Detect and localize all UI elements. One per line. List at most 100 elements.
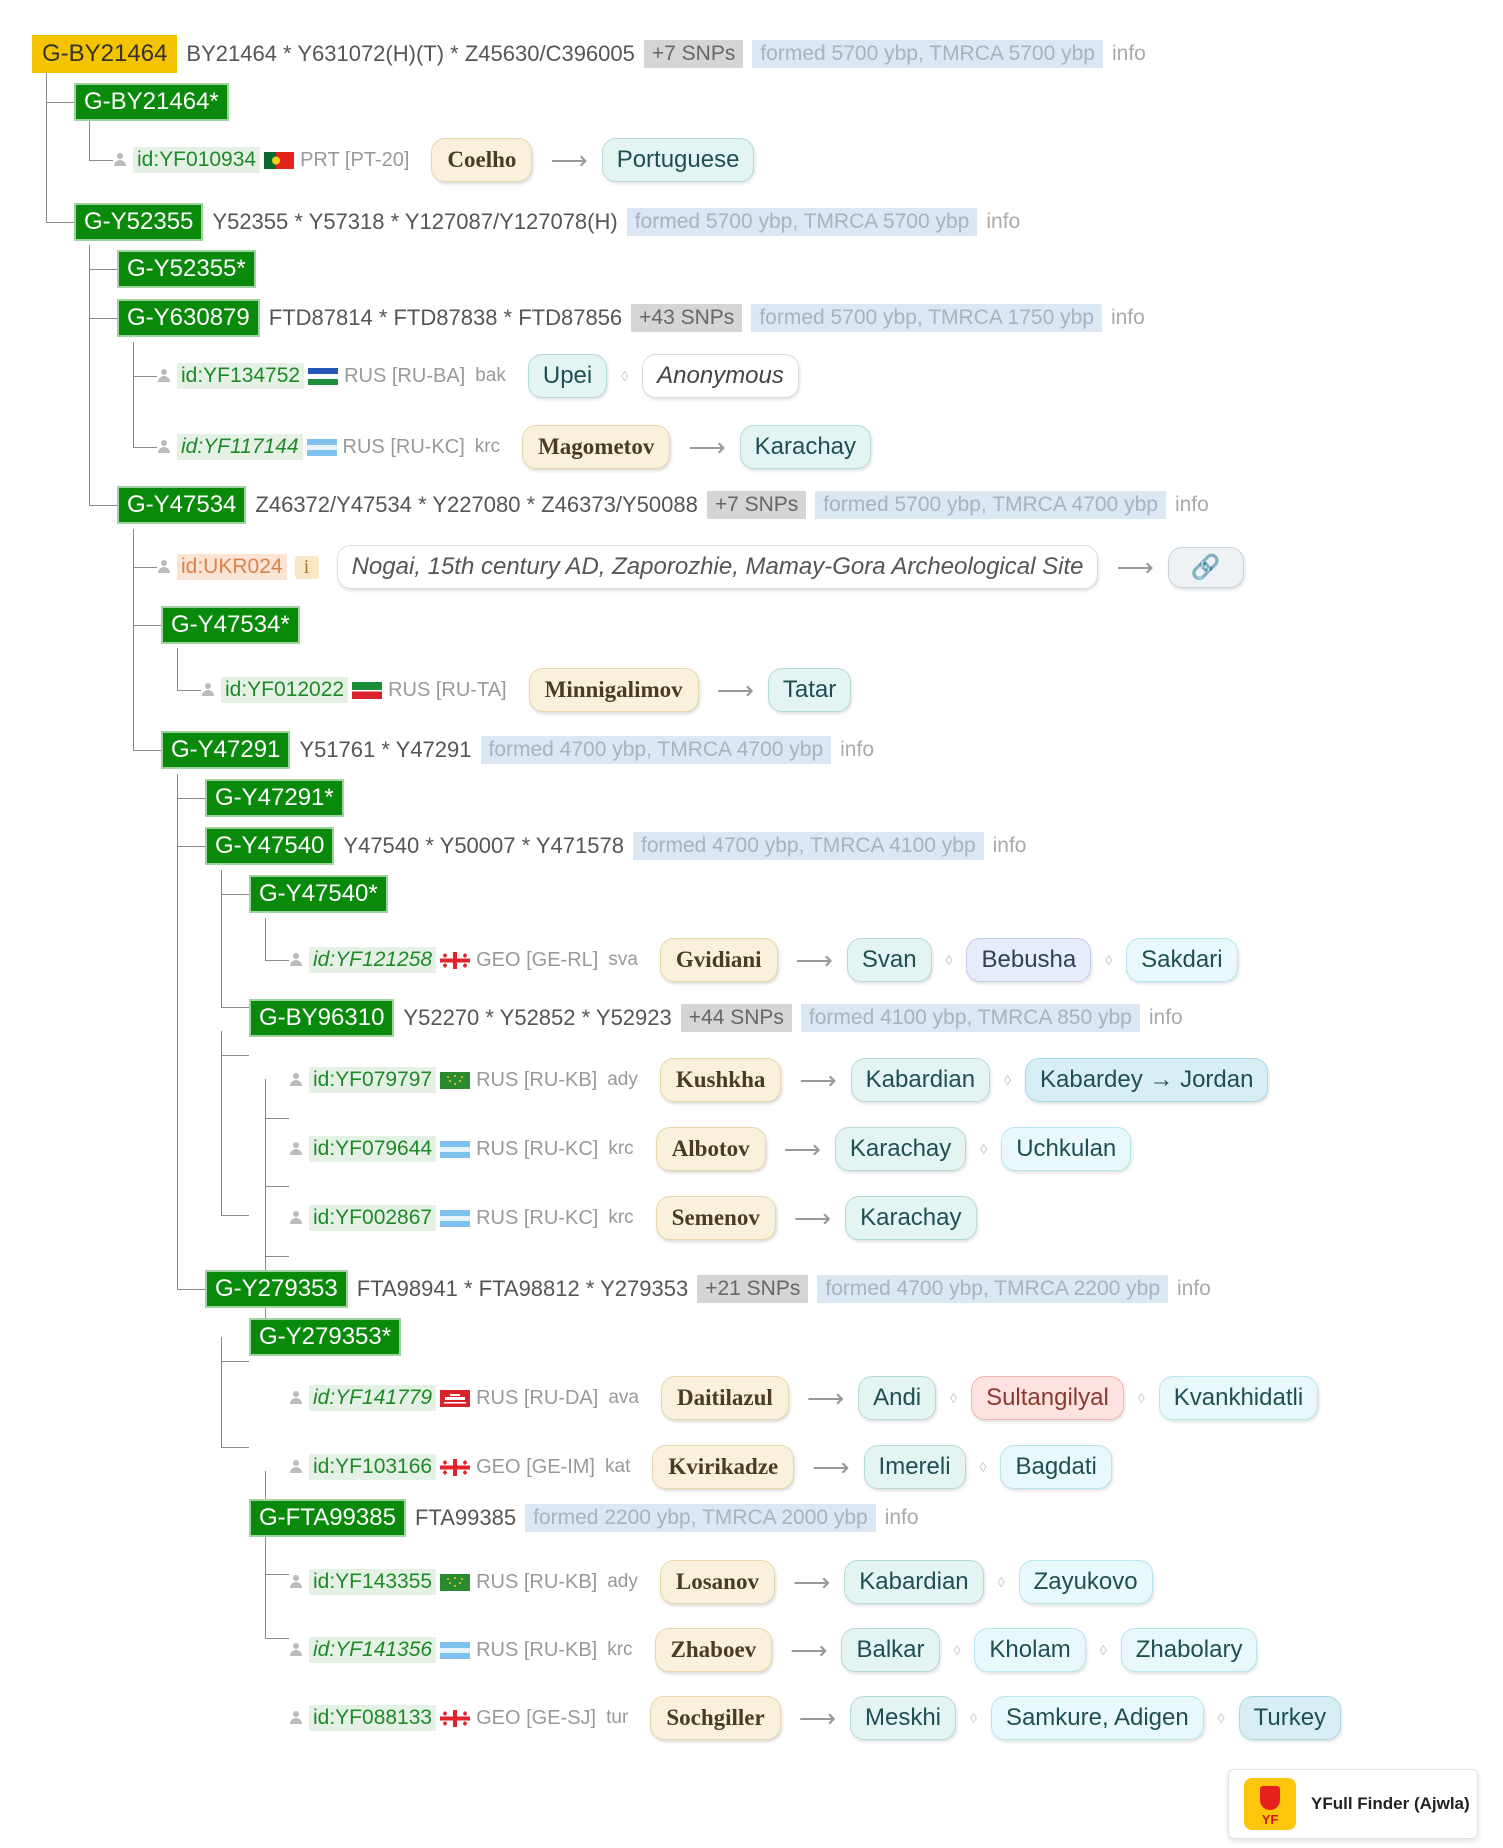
karachay-cherkessia-flag-icon xyxy=(306,438,337,456)
sample-id[interactable]: id:UKR024 xyxy=(177,554,287,580)
tree-connector xyxy=(265,1079,266,1319)
sample-id[interactable]: id:YF079797 xyxy=(309,1067,437,1093)
origin-tag: Sultangilyal xyxy=(971,1376,1124,1420)
node-row-root: G-BY21464 BY21464 * Y631072(H)(T) * Z456… xyxy=(32,31,1146,77)
country-code: RUS [RU-KB] xyxy=(476,1570,598,1593)
language-code: bak xyxy=(475,365,506,386)
separator: ◊ xyxy=(621,368,629,384)
sample-row: id:YF121258 GEO [GE-RL] sva Gvidiani ⟶ S… xyxy=(289,937,1238,983)
origin-tag: Portuguese xyxy=(601,138,755,182)
origin-tag: Kvankhidatli xyxy=(1158,1376,1319,1420)
haplogroup-label[interactable]: G-Y52355 xyxy=(74,203,204,241)
haplogroup-label[interactable]: G-Y279353 xyxy=(205,1270,348,1308)
sample-id[interactable]: id:YF141356 xyxy=(309,1637,437,1663)
person-icon xyxy=(289,1643,303,1657)
surname-badge: Kushkha xyxy=(659,1058,782,1102)
node-row: G-BY21464* xyxy=(74,79,229,125)
kabardino-balkaria-flag-icon xyxy=(440,1573,471,1591)
country-code: PRT [PT-20] xyxy=(300,148,410,171)
sample-id[interactable]: id:YF117144 xyxy=(177,434,303,460)
haplogroup-label[interactable]: G-Y47540 xyxy=(205,827,335,865)
info-link[interactable]: info xyxy=(986,210,1021,233)
separator: ◊ xyxy=(1217,1710,1225,1726)
sample-description: Nogai, 15th century AD, Zaporozhie, Mama… xyxy=(336,545,1099,589)
tree-connector xyxy=(133,625,161,626)
origin-tag: Meskhi xyxy=(849,1696,957,1740)
snp-list: BY21464 * Y631072(H)(T) * Z45630/C396005 xyxy=(186,41,635,66)
haplogroup-label[interactable]: G-Y47540* xyxy=(249,875,388,913)
kabardino-balkaria-flag-icon xyxy=(440,1071,471,1089)
logo-text: YF xyxy=(1261,1812,1279,1827)
info-link[interactable]: info xyxy=(840,738,874,761)
tree-connector xyxy=(46,70,47,222)
tree-connector xyxy=(265,1186,289,1187)
more-snps-button[interactable]: +7 SNPs xyxy=(643,40,744,68)
origin-tag: Kabardian xyxy=(850,1058,991,1102)
info-link[interactable]: info xyxy=(1177,1277,1211,1300)
sample-id[interactable]: id:YF002867 xyxy=(309,1205,437,1231)
haplogroup-label[interactable]: G-Y630879 xyxy=(117,299,260,337)
haplogroup-label[interactable]: G-BY21464* xyxy=(74,83,229,121)
haplogroup-label[interactable]: G-Y52355* xyxy=(117,250,256,288)
haplogroup-label[interactable]: G-BY21464 xyxy=(32,35,178,73)
info-link[interactable]: info xyxy=(1148,1006,1183,1029)
origin-tag: Zhabolary xyxy=(1120,1628,1258,1672)
info-badge[interactable]: i xyxy=(294,555,319,579)
person-icon xyxy=(201,683,215,697)
sample-row: id:YF103166 GEO [GE-IM] kat Kvirikadze ⟶… xyxy=(289,1444,1112,1490)
haplogroup-label[interactable]: G-Y47291* xyxy=(205,779,344,817)
person-icon xyxy=(289,1142,303,1156)
tree-connector xyxy=(133,376,157,377)
arrow-right-icon: ⟶ xyxy=(783,1133,821,1164)
more-snps-button[interactable]: +44 SNPs xyxy=(680,1004,792,1032)
tree-connector xyxy=(89,160,113,161)
info-link[interactable]: info xyxy=(884,1506,919,1529)
haplogroup-label[interactable]: G-Y279353* xyxy=(249,1318,402,1356)
person-icon xyxy=(157,440,171,454)
info-link[interactable]: info xyxy=(1111,42,1146,65)
more-snps-button[interactable]: +21 SNPs xyxy=(697,1275,809,1303)
node-row: G-Y630879 FTD87814 * FTD87838 * FTD87856… xyxy=(117,295,1145,341)
origin-tag: Uchkulan xyxy=(1001,1127,1132,1171)
separator: ◊ xyxy=(970,1710,977,1726)
node-row: G-Y47534* xyxy=(161,602,300,648)
origin-tag: Zayukovo xyxy=(1018,1560,1153,1604)
sample-id[interactable]: id:YF141779 xyxy=(309,1385,437,1411)
origin-tag: Svan xyxy=(846,938,932,982)
haplogroup-label[interactable]: G-FTA99385 xyxy=(249,1499,406,1537)
sample-id[interactable]: id:YF088133 xyxy=(309,1705,437,1731)
arrow-right-icon: ⟶ xyxy=(799,1064,837,1095)
more-snps-button[interactable]: +7 SNPs xyxy=(706,491,807,519)
haplogroup-label[interactable]: G-Y47534* xyxy=(161,606,300,644)
yfull-finder-widget[interactable]: YF YFull Finder (Ajwla) xyxy=(1228,1769,1478,1839)
info-link[interactable]: info xyxy=(1174,493,1209,516)
arrow-right-icon: ⟶ xyxy=(1116,551,1154,582)
more-snps-button[interactable]: +43 SNPs xyxy=(631,304,743,332)
country-code: GEO [GE-RL] xyxy=(476,948,599,971)
snp-list: FTA98941 * FTA98812 * Y279353 xyxy=(356,1276,689,1301)
origin-tag: Bebusha xyxy=(966,938,1092,982)
surname-badge: Gvidiani xyxy=(659,938,778,982)
tree-connector xyxy=(221,1361,249,1362)
country-code: RUS [RU-KB] xyxy=(476,1638,598,1661)
tree-connector xyxy=(221,894,249,895)
haplogroup-label[interactable]: G-Y47534 xyxy=(117,486,247,524)
sample-id[interactable]: id:YF143355 xyxy=(309,1569,437,1595)
sample-id[interactable]: id:YF010934 xyxy=(133,147,261,173)
age-estimate: formed 4100 ybp, TMRCA 850 ybp xyxy=(800,1004,1140,1032)
sample-id[interactable]: id:YF134752 xyxy=(177,363,305,389)
info-link[interactable]: info xyxy=(992,834,1027,857)
tree-connector xyxy=(46,102,74,103)
sample-id[interactable]: id:YF103166 xyxy=(309,1454,437,1480)
sample-id[interactable]: id:YF079644 xyxy=(309,1136,437,1162)
sample-id[interactable]: id:YF012022 xyxy=(221,677,349,703)
person-icon xyxy=(157,369,171,383)
haplogroup-label[interactable]: G-BY96310 xyxy=(249,999,395,1037)
haplogroup-label[interactable]: G-Y47291 xyxy=(161,731,291,769)
link-icon[interactable]: 🔗 xyxy=(1167,546,1244,588)
info-link[interactable]: info xyxy=(1110,306,1145,329)
sample-id[interactable]: id:YF121258 xyxy=(309,947,437,973)
separator: ◊ xyxy=(1004,1072,1011,1088)
sample-row: id:YF143355 RUS [RU-KB] ady Losanov ⟶ Ka… xyxy=(289,1559,1153,1605)
country-code: RUS [RU-BA] xyxy=(344,364,466,387)
